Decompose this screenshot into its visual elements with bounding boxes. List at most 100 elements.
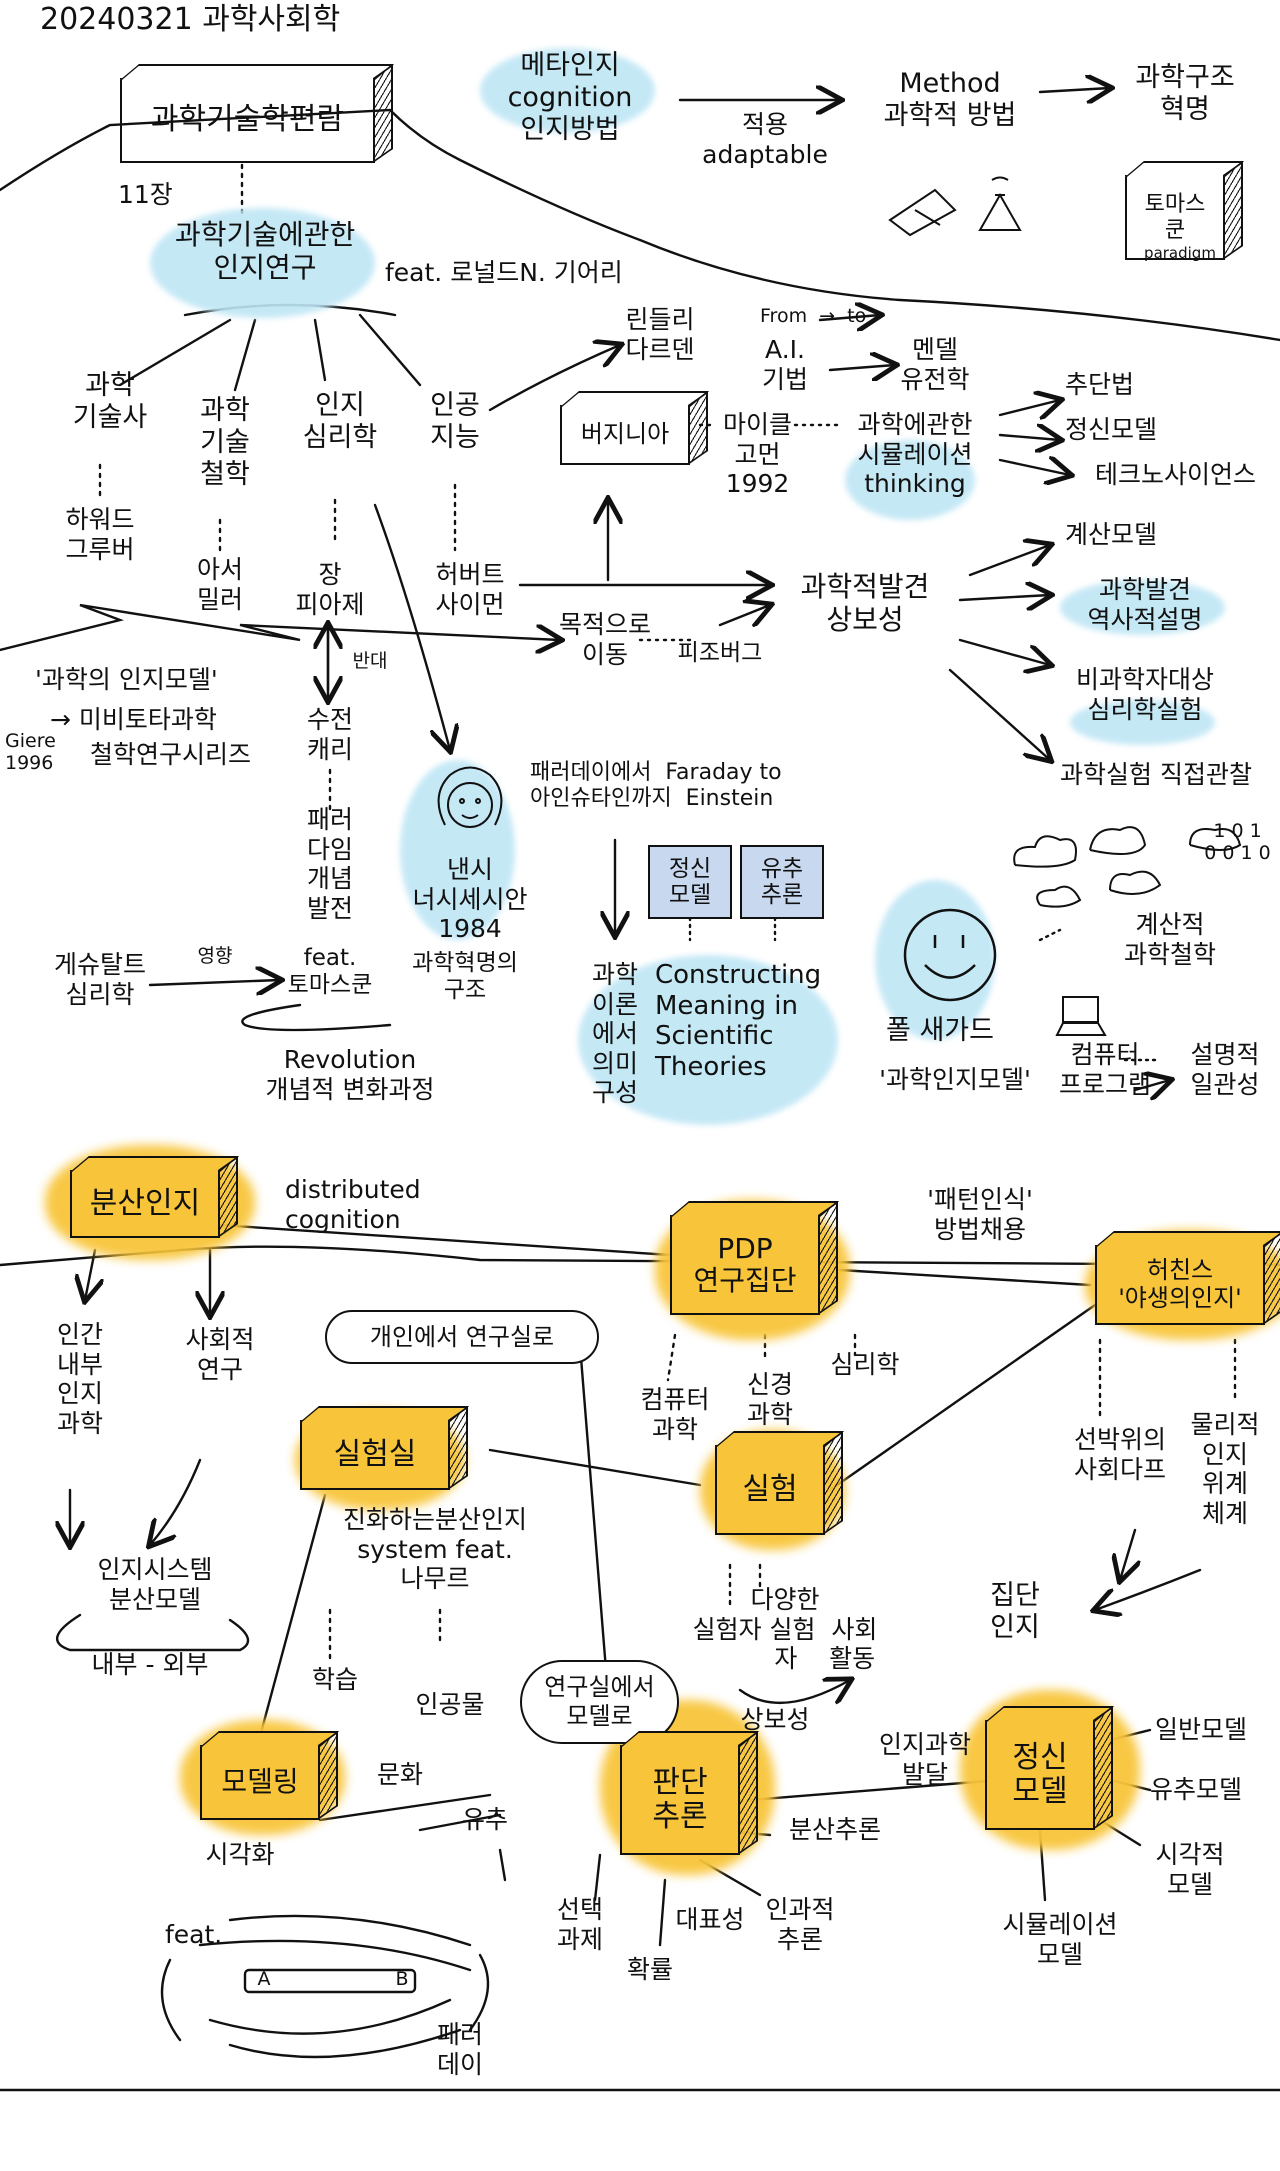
highlight-blob (1070, 700, 1215, 745)
diverse-label: 다양한 실험자 실험 사회 자 활동 (692, 1585, 878, 1673)
apply-label: 적용 adaptable (702, 110, 828, 169)
cog-model-label: '과학의 인지모델' (35, 665, 218, 694)
model-type-4: 시뮬레이션 모델 (1002, 1910, 1118, 1969)
physical-label: 물리적 인지 위계 체계 (1190, 1410, 1260, 1528)
structure-label: 과학구조 혁명 (1135, 62, 1235, 125)
distributed-box: 분산인지 (70, 1155, 240, 1238)
darden-label: 린들리 다르덴 (625, 305, 695, 364)
personal-pill: 개인에서 연구실로 (325, 1310, 599, 1364)
branch-historian: 과학 기술사 (72, 370, 148, 433)
pattern-rec-label: '패턴인식' 방법채용 (927, 1185, 1033, 1244)
highlight-blob (845, 440, 975, 520)
chapter-label: 11장 (118, 180, 173, 209)
lab-label: 실험실 (333, 1436, 417, 1472)
book-box: 과학기술학편람 (120, 63, 395, 163)
complement-label: 상보성 (740, 1705, 810, 1734)
learning-label: 학습 (311, 1665, 358, 1694)
highlight-blob (480, 48, 655, 133)
computer-icon (1055, 996, 1107, 1036)
distributed-label: 분산인지 (89, 1185, 201, 1221)
constructing-label: Constructing Meaning in Scientific Theor… (655, 960, 822, 1083)
distributed-en-label: distributed cognition (285, 1175, 421, 1234)
influence-label: 영향 (197, 945, 233, 967)
book-label: 과학기술학편람 (150, 102, 345, 138)
social-label: 사회적 연구 (185, 1325, 255, 1384)
person-piaget: 장 피아제 (295, 560, 365, 619)
person-howard: 하워드 그루버 (65, 505, 135, 564)
highlight-blob (150, 208, 375, 318)
susan-label: 수전 캐리 (306, 705, 353, 764)
discovery-label: 과학적발견 상보성 (800, 570, 930, 637)
gestalt-label: 게슈탈트 심리학 (53, 950, 146, 1009)
disc-out-3: 비과학자대상 심리학실험 (1075, 665, 1214, 724)
psych-label: 심리학 (830, 1350, 900, 1379)
navy-label: 선박위의 사회다프 (1073, 1425, 1166, 1484)
cloud-icon (1013, 826, 1242, 908)
feat-label: feat. (165, 1920, 223, 1949)
mendel-label: 멘델 유전학 (900, 335, 970, 394)
gori-label: 피조버그 (677, 640, 763, 666)
artifact-label: 인공물 (415, 1690, 485, 1719)
explain-label: 설명적 일관성 (1190, 1040, 1260, 1099)
feat-kuhn-label: feat. 토마스쿤 (287, 945, 373, 999)
branch-ai: 인공 지능 (430, 390, 480, 453)
pdp-label: PDP 연구집단 (693, 1231, 797, 1297)
mental-box: 정신 모델 (985, 1705, 1115, 1830)
dist-reason-label: 분산추론 (788, 1815, 881, 1844)
model-type-1: 일반모델 (1155, 1715, 1248, 1744)
meta-sci-label: → 미비토타과학 (50, 705, 217, 734)
branch-philosophy: 과학 기술 철학 (200, 395, 250, 490)
branch-cog-psych: 인지 심리학 (302, 390, 378, 453)
meta-cognition: 메타인지 cognition 인지방법 (507, 50, 633, 145)
human-label: 인간 내부 인지 과학 (56, 1320, 103, 1438)
hutchins-label: 허친스 '야생의인지' (1118, 1256, 1242, 1312)
cog-model2-label: '과학인지모델' (879, 1065, 1031, 1094)
highlight-blob (875, 880, 995, 1040)
mental-model-square: 정신 모델 (648, 845, 732, 919)
represent-label: 대표성 (675, 1905, 745, 1934)
mental-model-box-label: 정신 모델 (1012, 1739, 1068, 1809)
disc-out-4: 과학실험 직접관찰 (1060, 760, 1252, 789)
modeling-box: 모델링 (200, 1730, 340, 1820)
inner-outer-label: 내부 - 외부 (91, 1650, 209, 1679)
cog-dev-label: 인지과학 발달 (878, 1730, 971, 1789)
model-type-2: 유추모델 (1150, 1775, 1243, 1804)
disc-out-2: 과학발견 역사적설명 (1087, 575, 1203, 634)
pattern-label: 패러 다임 개념 발전 (306, 805, 353, 923)
paul-label: 폴 새가드 (886, 1015, 994, 1046)
kuhn-label: 토마스 쿤 (1144, 192, 1206, 243)
causal-label: 인과적 추론 (765, 1895, 835, 1954)
revolution-label: Revolution 개념적 변화과정 (265, 1045, 435, 1104)
modeling-label: 모델링 (221, 1765, 299, 1799)
lab-box: 실험실 (300, 1405, 470, 1490)
lab-to-model-pill: 연구실에서 모델로 (520, 1660, 679, 1744)
analogy2-label: 유추 (461, 1805, 508, 1834)
theory-label: 과학 이론 에서 의미 구성 (591, 960, 638, 1107)
person-arthur: 아서 밀러 (196, 555, 243, 614)
neuro-label: 신경 과학 (746, 1370, 793, 1429)
binary-label: 1 0 1 0 0 1 0 (1204, 820, 1271, 865)
select-label: 선택 과제 (556, 1895, 603, 1954)
highlight-blob (1060, 580, 1225, 635)
author-label: feat. 로널드N. 기어리 (385, 258, 623, 287)
comp-phil-label: 계산적 과학철학 (1123, 910, 1216, 969)
system-label: 인지시스템 분산모델 (97, 1555, 213, 1614)
virginia-box: 버지니아 (560, 390, 710, 465)
lab-to-model-label: 연구실에서 모델로 (544, 1673, 655, 1730)
telescope-icon (888, 176, 1022, 237)
experiment-label: 실험 (742, 1471, 798, 1507)
personal-label: 개인에서 연구실로 (369, 1322, 555, 1351)
a-label: A (257, 1968, 271, 1990)
mental-model-label: 정신 모델 (668, 855, 712, 908)
phil-series-label: 철학연구시리즈 (90, 740, 252, 769)
visual-label: 시각화 (205, 1840, 275, 1869)
analogy-square: 유추 추론 (740, 845, 824, 919)
sci-rev-label: 과학혁명의 구조 (412, 950, 518, 1004)
giere-label: Giere 1996 (5, 730, 56, 775)
b-label: B (395, 1968, 409, 1990)
computer-label: 컴퓨터 프로그램 (1058, 1040, 1151, 1099)
reasoning-label: 판단 추론 (652, 1764, 708, 1834)
analogy-label: 유추 추론 (760, 855, 804, 908)
highlight-blob (578, 955, 838, 1125)
